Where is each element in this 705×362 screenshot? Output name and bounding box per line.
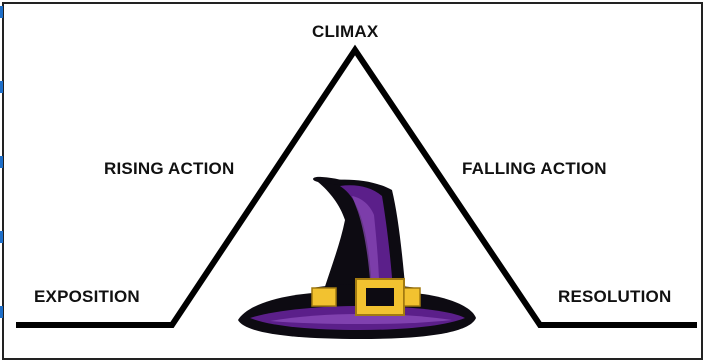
exposition-label: EXPOSITION [34, 287, 140, 307]
resolution-label: RESOLUTION [558, 287, 671, 307]
falling-action-label: FALLING ACTION [462, 159, 607, 179]
rising-action-label: RISING ACTION [104, 159, 234, 179]
climax-label: CLIMAX [312, 22, 378, 42]
witch-hat-icon [238, 177, 476, 339]
